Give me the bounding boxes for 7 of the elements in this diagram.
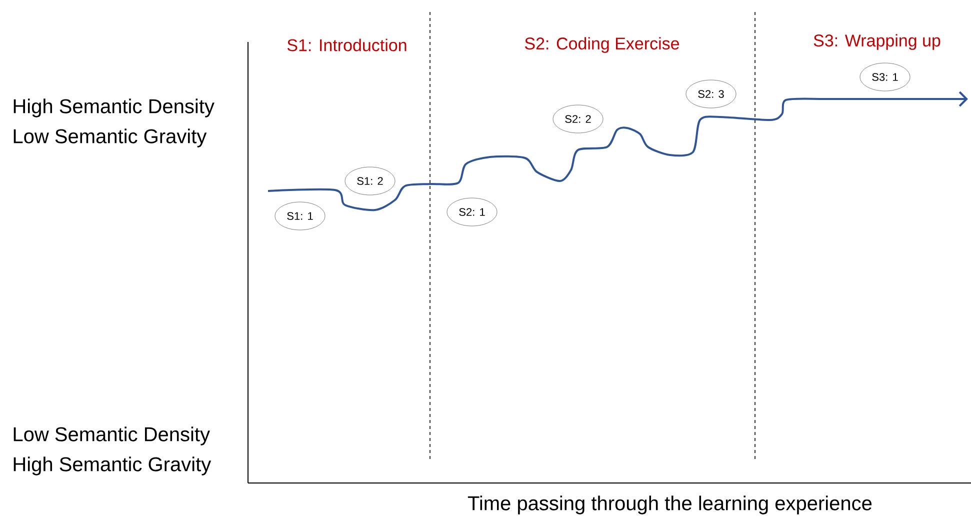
section-title: S1: Introduction	[287, 38, 406, 52]
axis-label: High Semantic Density	[14, 98, 214, 118]
axis-label: High Semantic Gravity	[14, 456, 212, 476]
axis-label: Time passing through the learning experience	[468, 496, 872, 514]
axis-label: Low Semantic Density	[14, 426, 210, 446]
section-title: S2: Coding Exercise	[524, 37, 680, 53]
axis-label: Low Semantic Gravity	[14, 128, 207, 148]
